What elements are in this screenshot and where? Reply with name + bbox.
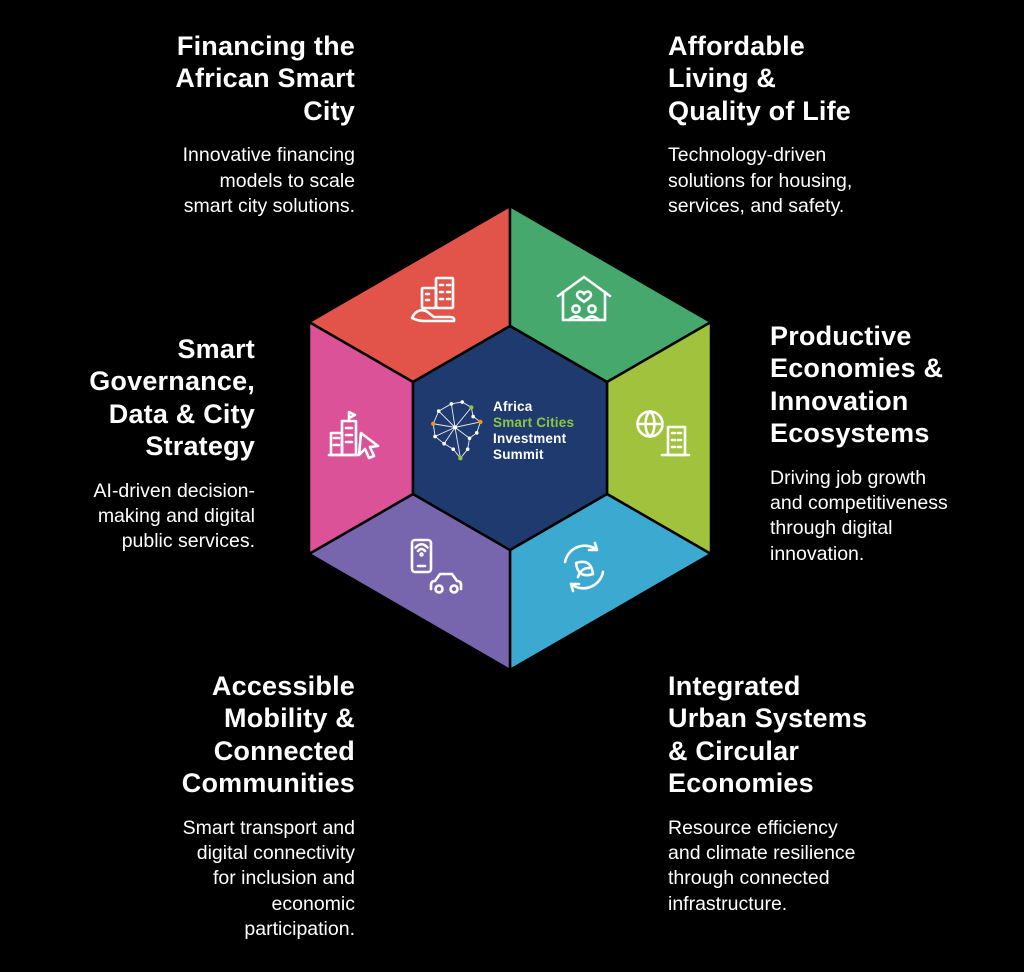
theme-smart-governance-body: AI-driven decision- making and digital p…	[93, 479, 255, 553]
summit-logo: Africa Smart Cities Investment Summit	[426, 396, 574, 466]
theme-integrated-urban-title: Integrated Urban Systems & Circular Econ…	[668, 671, 868, 799]
center-hexagon	[411, 324, 609, 552]
theme-financing: Financing the African Smart City Innovat…	[95, 30, 355, 219]
theme-affordable-living-title: Affordable Living & Quality of Life	[668, 31, 852, 126]
theme-accessible-mobility: Accessible Mobility & Connected Communit…	[95, 670, 355, 942]
theme-accessible-mobility-title: Accessible Mobility & Connected Communit…	[181, 671, 355, 799]
theme-affordable-living: Affordable Living & Quality of Life Tech…	[668, 30, 963, 219]
network-node-green	[458, 456, 463, 461]
city-cursor-icon	[327, 410, 380, 460]
africa-network-icon	[431, 400, 483, 461]
summit-logo-text: Africa Smart Cities Investment Summit	[493, 399, 574, 464]
theme-affordable-living-body: Technology-driven solutions for housing,…	[668, 144, 853, 217]
logo-line-africa: Africa	[493, 398, 533, 414]
theme-smart-governance: Smart Governance, Data & City Strategy A…	[18, 333, 255, 555]
network-node-orange	[478, 419, 483, 425]
theme-financing-title: Financing the African Smart City	[175, 31, 355, 126]
network-node-green	[469, 405, 474, 410]
buildings-on-hand-icon	[410, 276, 456, 323]
theme-accessible-mobility-body: Smart transport and digital connectivity…	[182, 816, 355, 940]
theme-integrated-urban: Integrated Urban Systems & Circular Econ…	[668, 670, 943, 917]
theme-integrated-urban-body: Resource efficiency and climate resilien…	[668, 816, 856, 915]
theme-productive-economies-title: Productive Economies & Innovation Ecosys…	[770, 321, 944, 449]
house-family-icon	[556, 275, 612, 322]
logo-line-smart-cities: Smart Cities	[493, 414, 575, 430]
recycle-leaf-icon	[563, 541, 605, 593]
theme-productive-economies: Productive Economies & Innovation Ecosys…	[770, 320, 1010, 567]
network-node-orange	[431, 421, 436, 426]
logo-line-investment: Investment	[493, 431, 567, 446]
theme-productive-economies-body: Driving job growth and competitiveness t…	[770, 466, 948, 565]
theme-smart-governance-title: Smart Governance, Data & City Strategy	[89, 334, 255, 462]
phone-car-icon	[410, 538, 463, 594]
globe-building-icon	[636, 410, 691, 457]
theme-financing-body: Innovative financing models to scale sma…	[182, 144, 355, 217]
logo-line-summit: Summit	[493, 447, 544, 463]
